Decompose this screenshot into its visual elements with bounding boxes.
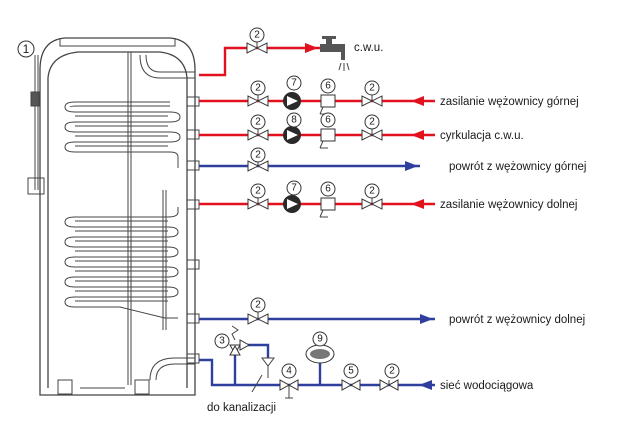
svg-text:5: 5 [348, 366, 354, 377]
valve-supply-upper-2: 2 [361, 80, 383, 107]
svg-text:2: 2 [255, 186, 261, 197]
drain-funnel-icon [251, 357, 275, 393]
svg-text:2: 2 [255, 83, 261, 94]
valve-return-upper: 2 [247, 147, 269, 172]
svg-text:2: 2 [254, 30, 260, 41]
return-lower-arrow [420, 314, 433, 324]
valve-return-lower: 2 [247, 297, 269, 325]
expansion-vessel: 9 [305, 331, 335, 364]
svg-text:1: 1 [23, 42, 30, 56]
svg-text:7: 7 [291, 78, 297, 89]
svg-text:9: 9 [317, 334, 323, 345]
label-circulation: cyrkulacja c.w.u. [440, 130, 524, 142]
svg-text:2: 2 [369, 83, 375, 94]
svg-text:2: 2 [255, 117, 261, 128]
upper-coil [64, 101, 181, 168]
filter-circulation: 6 [319, 112, 336, 149]
tank-connections [186, 96, 200, 364]
supply-lower-arrow [411, 199, 424, 209]
svg-text:4: 4 [286, 366, 292, 377]
valve-supply-upper-1: 2 [247, 80, 269, 107]
svg-text:6: 6 [325, 81, 331, 92]
supply-upper-arrow [411, 96, 424, 106]
water-mains-line [199, 358, 435, 387]
valve-hot-water: 2 [246, 27, 268, 54]
drain-branch [245, 343, 270, 358]
svg-text:2: 2 [255, 150, 261, 161]
svg-text:6: 6 [325, 115, 331, 126]
svg-text:2: 2 [389, 366, 395, 377]
label-drain: do kanalizacji [207, 402, 276, 414]
svg-text:8: 8 [291, 115, 297, 126]
valve-supply-lower-1: 2 [247, 183, 269, 210]
valve-supply-lower-2: 2 [361, 183, 383, 210]
tap-icon [320, 36, 350, 71]
hot-water-arrow [305, 43, 318, 53]
label-supply-lower: zasilanie wężownicy dolnej [440, 199, 577, 211]
label-return-lower: powrót z wężownicy dolnej [449, 314, 585, 326]
circulation-arrow [411, 130, 424, 140]
svg-text:6: 6 [325, 184, 331, 195]
water-mains-arrow [419, 380, 432, 390]
label-return-upper: powrót z wężownicy górnej [449, 161, 586, 173]
pump-circulation: 8 [283, 112, 302, 144]
check-valve: 5 [341, 363, 361, 391]
svg-text:7: 7 [291, 183, 297, 194]
tank-number-badge: 1 [17, 40, 35, 58]
svg-text:3: 3 [219, 336, 225, 347]
svg-text:2: 2 [369, 186, 375, 197]
valve-circulation-1: 2 [247, 114, 269, 141]
label-cwu: c.w.u. [354, 42, 383, 54]
filter-supply-upper: 6 [319, 78, 336, 115]
hot-water-outlet-pipe [139, 54, 195, 79]
lower-coil [64, 207, 179, 319]
valve-mains: 2 [379, 363, 400, 391]
safety-valve: 3 [214, 325, 251, 356]
filter-supply-lower: 6 [319, 181, 336, 218]
label-supply-upper: zasilanie wężownicy górnej [440, 96, 579, 108]
pressure-reducer: 4 [279, 363, 299, 399]
return-upper-arrow [405, 161, 418, 171]
water-tank [27, 37, 196, 396]
svg-text:2: 2 [369, 117, 375, 128]
label-water-mains: sieć wodociągowa [440, 380, 534, 392]
valve-circulation-2: 2 [361, 114, 383, 141]
cold-water-inlet-pipe [149, 357, 195, 381]
hot-water-line [199, 46, 320, 77]
svg-text:2: 2 [255, 300, 261, 311]
pump-supply-lower: 7 [283, 180, 302, 213]
pump-supply-upper: 7 [283, 75, 302, 110]
